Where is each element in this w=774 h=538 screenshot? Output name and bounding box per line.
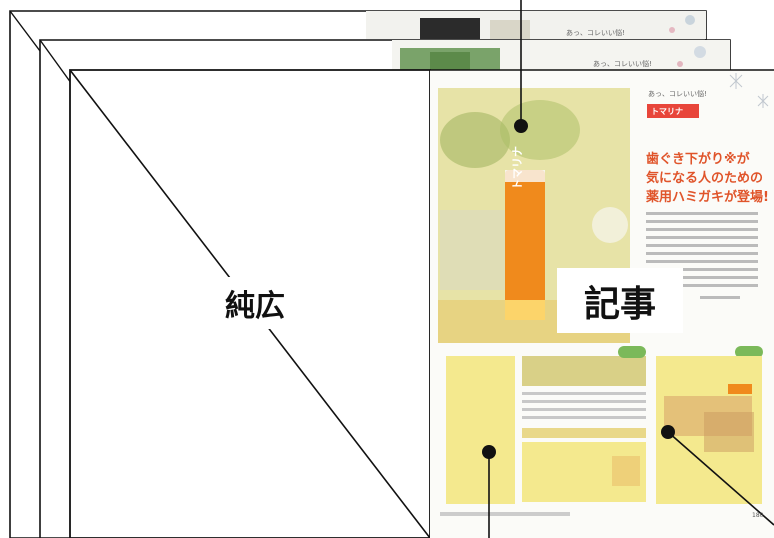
back-page-1-photo [366, 11, 706, 39]
article-running-head: あっ、コレいい悩! [648, 90, 707, 98]
back-page-1-diagonal [9, 10, 65, 84]
article-headline-line-1: 歯ぐき下がり※が [646, 152, 750, 167]
article-headline-line-2: 気になる人のための [646, 171, 764, 186]
article-label: 記事 [557, 268, 683, 333]
snowflake-icons [729, 73, 769, 108]
back-page-2-running-head: あっ、コレいい悩! [593, 60, 652, 68]
lower-left-highlight [446, 356, 515, 504]
product-name: トマリナ [511, 146, 524, 190]
callout-dot-lower-right [661, 425, 675, 439]
callout-dot-lower-left [482, 445, 496, 459]
article-headline-line-3: 薬用ハミガキが登場! [646, 190, 769, 205]
lower-right-highlight [656, 356, 762, 504]
product-tube [505, 170, 545, 320]
pure-ad-label: 純広 [205, 277, 305, 329]
back-page-1-running-head: あっ、コレいい悩! [566, 29, 625, 37]
page-number: 180 [752, 512, 764, 519]
back-page-2-diagonal [39, 39, 93, 113]
back-page-2-photo [392, 40, 730, 72]
article-tag: トマリナ [651, 107, 683, 116]
callout-dot-photo [514, 119, 528, 133]
